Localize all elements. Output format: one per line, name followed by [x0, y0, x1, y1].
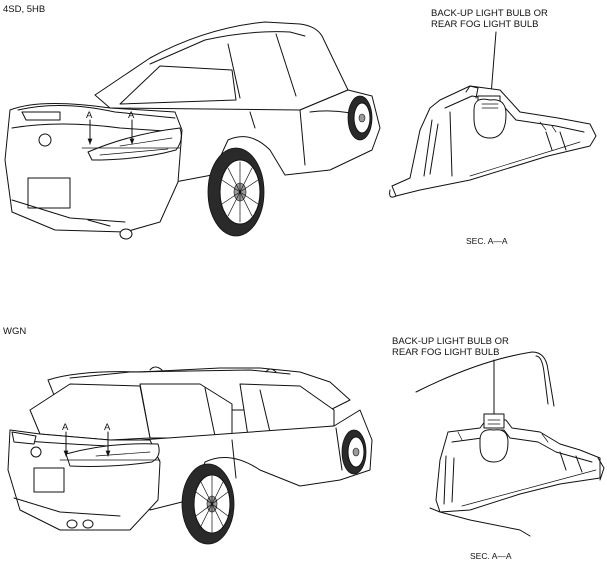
wagon-section-mark-a-right: A [104, 422, 111, 433]
wagon-section-caption: SEC. A—A [470, 551, 512, 561]
sedan-callout-line1: BACK-UP LIGHT BULB OR [431, 8, 548, 19]
sedan-section-caption: SEC. A—A [466, 236, 508, 246]
sedan-heading: 4SD, 5HB [3, 4, 45, 15]
sedan-section-view [389, 85, 597, 198]
sedan-car-illustration [4, 21, 381, 240]
wagon-section-mark-a-left: A [62, 422, 69, 433]
wagon-car-illustration [7, 366, 373, 545]
section-mark-a-right: A [128, 110, 135, 121]
wagon-heading: WGN [3, 326, 26, 337]
section-mark-a-left: A [86, 110, 93, 121]
wagon-section-view [415, 351, 605, 537]
sedan-callout-line2: REAR FOG LIGHT BULB [431, 19, 539, 30]
wagon-callout-line1: BACK-UP LIGHT BULB OR [392, 336, 509, 347]
wagon-callout-line2: REAR FOG LIGHT BULB [392, 347, 500, 358]
